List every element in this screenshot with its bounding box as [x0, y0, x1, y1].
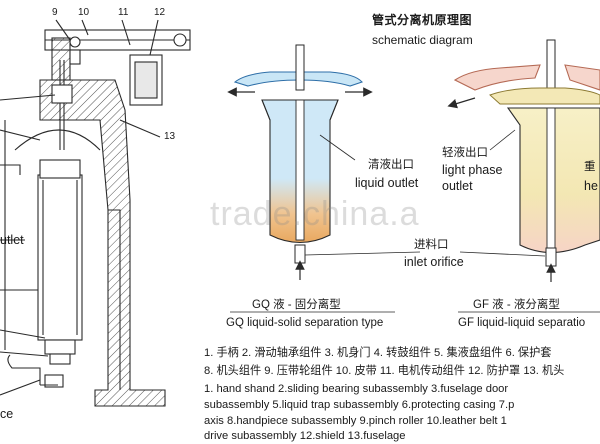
gf-light-outlet-en-2: outlet — [442, 179, 473, 193]
part-number-13: 13 — [164, 131, 176, 142]
legend-en-line-1: 1. hand shand 2.sliding bearing subassem… — [204, 383, 509, 395]
inlet-cn: 进料口 — [414, 239, 449, 251]
gq-schematic — [227, 44, 373, 280]
gf-caption-cn: GF 液 - 液分离型 — [473, 299, 560, 311]
gf-caption-en: GF liquid-liquid separatio — [458, 317, 586, 329]
inlet-en: inlet orifice — [404, 255, 464, 269]
machine-drawing — [0, 19, 191, 407]
title-cn: 管式分离机原理图 — [372, 13, 473, 27]
legend-cn-line-1: 1. 手柄 2. 滑动轴承组件 3. 机身门 4. 转鼓组件 5. 集液盘组件 … — [204, 347, 552, 359]
gf-light-outlet-en-1: light phase — [442, 163, 503, 177]
title-en: schematic diagram — [372, 33, 473, 47]
part-number-10: 10 — [78, 7, 90, 18]
gq-liquid-outlet-en: liquid outlet — [355, 176, 419, 190]
gq-caption-cn: GQ 液 - 固分离型 — [252, 299, 341, 311]
gf-heavy-en: he — [584, 179, 598, 193]
legend-en-line-2: subassembly 5.liquid trap subassembly 6.… — [204, 399, 515, 411]
legend-en-line-3: axis 8.handpiece subassembly 9.pinch rol… — [204, 415, 507, 427]
inlet-leaders — [304, 251, 546, 257]
legend-en-line-4: drive subassembly 12.shield 13.fuselage — [204, 430, 406, 442]
part-number-9: 9 — [52, 7, 58, 18]
machine-inlet-label: ce — [0, 407, 14, 421]
machine-outlet-label: utlet — [0, 233, 24, 247]
legend-cn-line-2: 8. 机头组件 9. 压带轮组件 10. 皮带 11. 电机传动组件 12. 防… — [204, 365, 565, 377]
gq-liquid-outlet-cn: 清液出口 — [368, 159, 414, 171]
gf-light-outlet-cn: 轻液出口 — [442, 147, 488, 159]
part-number-12: 12 — [154, 7, 166, 18]
part-number-11: 11 — [118, 7, 129, 18]
gf-heavy-cn: 重 — [584, 161, 596, 173]
gf-schematic — [447, 39, 600, 282]
gq-caption-en: GQ liquid-solid separation type — [226, 317, 384, 329]
watermark: trade.china.a — [210, 195, 420, 233]
